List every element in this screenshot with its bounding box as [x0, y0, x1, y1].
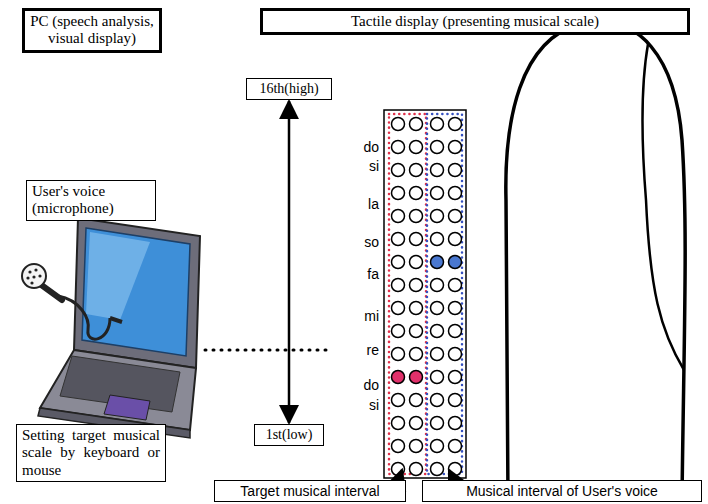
tactile-pin [392, 164, 405, 177]
tactile-pin [449, 256, 462, 269]
box-text: Tactile display (presenting musical scal… [268, 13, 682, 30]
target-column-outline [389, 114, 426, 474]
tactile-pin [431, 302, 444, 315]
tactile-pin [431, 233, 444, 246]
tactile-pin [392, 141, 405, 154]
high-label-box: 16th(high) [246, 78, 332, 100]
note-label: si [368, 158, 380, 174]
tactile-pin [431, 394, 444, 407]
tactile-pin [392, 256, 405, 269]
tactile-pin [431, 141, 444, 154]
tactile-pin [449, 118, 462, 131]
tactile-pin [431, 348, 444, 361]
tactile-pin [392, 394, 405, 407]
tactile-pin [449, 440, 462, 453]
range-arrow [288, 101, 291, 423]
tactile-pin [431, 417, 444, 430]
tactile-pin [449, 417, 462, 430]
tactile-pin [449, 371, 462, 384]
tactile-pin [410, 118, 423, 131]
note-label: fa [366, 266, 380, 282]
tactile-pin [449, 141, 462, 154]
tactile-pin [431, 325, 444, 338]
voice-column-outline [427, 114, 462, 474]
tactile-pin [410, 348, 423, 361]
tactile-pin [410, 141, 423, 154]
tactile-pin [392, 118, 405, 131]
tactile-pin [431, 371, 444, 384]
tactile-pin [449, 233, 462, 246]
low-label-box: 1st(low) [254, 424, 324, 446]
finger-outline [506, 22, 685, 500]
tactile-pin [392, 371, 405, 384]
tactile-pin [410, 302, 423, 315]
microphone-illustration [22, 264, 122, 339]
tactile-pin [410, 371, 423, 384]
tactile-pin [410, 187, 423, 200]
tactile-pin [449, 187, 462, 200]
tactile-pin [392, 440, 405, 453]
tactile-pin [392, 210, 405, 223]
tactile-title-box: Tactile display (presenting musical scal… [260, 8, 690, 35]
box-text: Setting target musical scale by keyboard… [22, 427, 160, 479]
setting-box: Setting target musical scale by keyboard… [16, 424, 166, 482]
box-text: PC (speech analysis, visual display) [30, 13, 154, 48]
tactile-pin [449, 394, 462, 407]
note-label: la [367, 196, 380, 212]
box-text: Target musical interval [220, 483, 400, 499]
tactile-pin [431, 463, 444, 476]
tactile-pin [410, 279, 423, 292]
tactile-pin [392, 233, 405, 246]
tactile-pin [392, 325, 405, 338]
box-text: 16th(high) [252, 81, 326, 97]
tactile-pin [410, 440, 423, 453]
pin-array-frame [384, 110, 466, 478]
tactile-pin [392, 463, 405, 476]
tactile-pin [410, 325, 423, 338]
note-label: re [366, 342, 380, 358]
note-label: so [363, 234, 380, 250]
dotted-guide [205, 349, 326, 352]
target-interval-box: Target musical interval [214, 480, 406, 502]
tactile-pin [410, 463, 423, 476]
note-label: do [362, 377, 380, 393]
box-text: User's voice (microphone) [32, 183, 150, 218]
tactile-pin [431, 164, 444, 177]
tactile-pin [431, 187, 444, 200]
tactile-pin [410, 210, 423, 223]
tactile-pin [431, 210, 444, 223]
tactile-pin [392, 417, 405, 430]
tactile-pin [410, 417, 423, 430]
tactile-pin [431, 440, 444, 453]
note-label: si [368, 397, 380, 413]
laptop-illustration [38, 218, 200, 438]
note-label: mi [363, 308, 380, 324]
tactile-pin [410, 394, 423, 407]
pc-box: PC (speech analysis, visual display) [22, 8, 162, 53]
note-label: do [362, 139, 380, 155]
pin-grid [392, 118, 462, 476]
tactile-pin [410, 233, 423, 246]
tactile-pin [449, 325, 462, 338]
voice-interval-box: Musical interval of User's voice [422, 480, 702, 502]
tactile-pin [449, 302, 462, 315]
tactile-pin [449, 210, 462, 223]
tactile-pin [449, 164, 462, 177]
box-text: Musical interval of User's voice [428, 483, 696, 499]
tactile-pin [431, 118, 444, 131]
tactile-pin [392, 279, 405, 292]
tactile-pin [410, 164, 423, 177]
tactile-pin [449, 279, 462, 292]
tactile-pin [431, 279, 444, 292]
tactile-pin [392, 302, 405, 315]
box-text: 1st(low) [260, 427, 318, 443]
tactile-pin [449, 348, 462, 361]
microphone-label-box: User's voice (microphone) [26, 180, 156, 221]
tactile-pin [410, 256, 423, 269]
tactile-pin [392, 348, 405, 361]
tactile-pin [392, 187, 405, 200]
tactile-pin [431, 256, 444, 269]
